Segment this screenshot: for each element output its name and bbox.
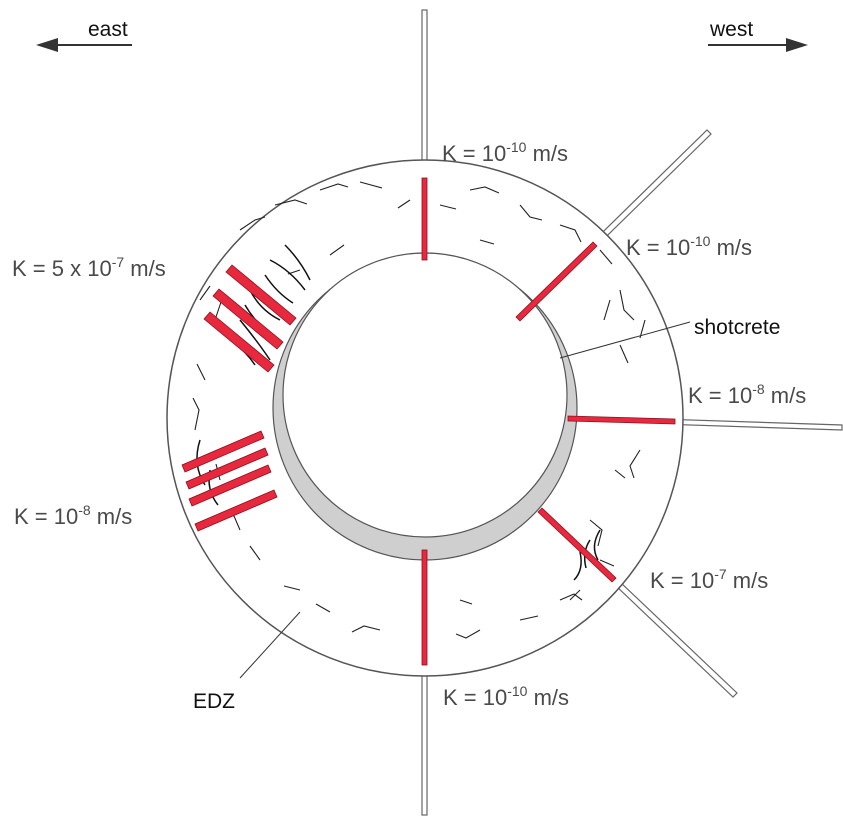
test-section-lower-left-1	[181, 430, 265, 473]
west-label: west	[709, 18, 753, 41]
k-label-right: K = 10-8 m/s	[688, 381, 806, 408]
k-label-top: K = 10-10 m/s	[442, 139, 568, 166]
k-label-upper-right: K = 10-10 m/s	[626, 233, 752, 260]
test-section-lower-left-4	[194, 489, 278, 532]
edz-leader-line	[239, 611, 301, 679]
k-label-lower-left: K = 10-8 m/s	[14, 502, 132, 529]
k-label-upper-left: K = 5 x 10-7 m/s	[12, 254, 166, 281]
test-section-upper-left-2	[212, 288, 284, 350]
test-section-upper-left-3	[203, 311, 275, 373]
test-section-bottom	[421, 549, 428, 666]
k-label-lower-right: K = 10-7 m/s	[650, 566, 768, 593]
test-section-upper-right	[515, 241, 598, 322]
test-section-upper-left-1	[225, 264, 297, 326]
test-section-lower-right	[537, 507, 617, 583]
east-label: east	[88, 18, 128, 41]
edz-label: EDZ	[193, 690, 235, 713]
test-section-top	[421, 177, 428, 261]
test-section-lower-left-2	[185, 447, 269, 490]
test-section-right	[567, 415, 676, 425]
west-arrow	[708, 38, 808, 52]
shotcrete-leader-line	[559, 321, 691, 359]
edz-fractures	[192, 181, 646, 639]
shotcrete-label: shotcrete	[694, 316, 780, 339]
test-sections	[181, 177, 676, 666]
test-section-lower-left-3	[188, 464, 272, 507]
east-arrow	[36, 38, 132, 52]
k-label-bottom: K = 10-10 m/s	[443, 683, 569, 710]
tunnel-opening	[282, 252, 568, 538]
